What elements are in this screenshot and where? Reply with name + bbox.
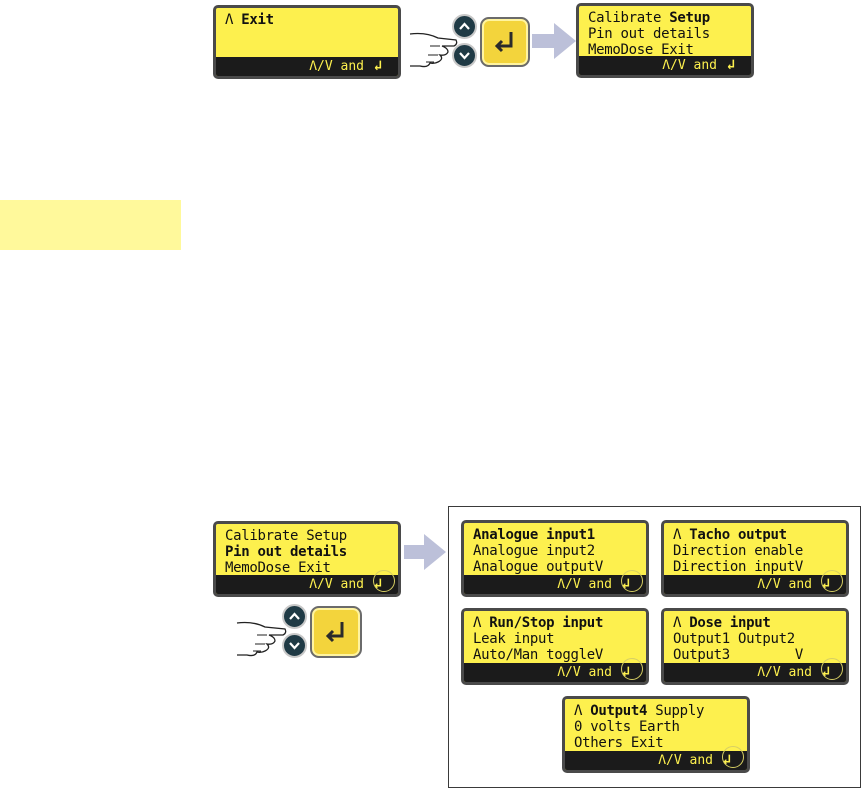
lcd-footer: Λ/V and↲ [464, 575, 646, 594]
lcd-line-3: Auto/Man toggleV [473, 647, 604, 663]
lcd-footer: Λ/V and↲ [664, 663, 846, 682]
lcd-line-2: Analogue input2 [473, 543, 595, 559]
lcd-line-2: 0 volts Earth [574, 719, 680, 735]
lcd-screen-exit: Λ Exit Λ/V and↲ [213, 5, 401, 79]
lcd-line-2: Leak input [473, 631, 555, 647]
arrow-right-icon [532, 23, 576, 59]
arrow-right-icon [404, 534, 446, 570]
lcd-footer: Λ/V and↲ [664, 575, 846, 594]
enter-icon [494, 32, 513, 53]
lcd-line-3: MemoDose Exit [588, 42, 694, 58]
lcd-line-1: Λ Dose input [673, 615, 771, 631]
pointing-hand-icon [409, 32, 458, 68]
lcd-line-2: Pin out details [225, 544, 347, 560]
lcd-knob [821, 570, 843, 592]
lcd-line-3: Output3 V [673, 647, 804, 663]
lcd-line-3: Direction inputV [673, 559, 804, 575]
chevron-up-icon [289, 612, 300, 620]
enter-button[interactable] [480, 17, 530, 67]
lcd-line-1: Λ Run/Stop input [473, 615, 604, 631]
chevron-down-icon [289, 642, 300, 650]
lcd-line-2: Direction enable [673, 543, 804, 559]
lcd-screen-pinout-selected: Calibrate Setup Pin out details MemoDose… [213, 521, 401, 597]
lcd-knob [722, 746, 744, 768]
up-button[interactable] [452, 14, 477, 39]
lcd-screen-pinout-3: Λ Run/Stop input Leak input Auto/Man tog… [461, 608, 649, 685]
lcd-footer: Λ/V and↲ [579, 56, 751, 75]
up-button[interactable] [282, 604, 307, 629]
lcd-screen-pinout-1: Analogue input1 Analogue input2 Analogue… [461, 520, 649, 597]
lcd-line-1: Calibrate Setup [588, 10, 710, 26]
lcd-screen-pinout-5: Λ Output4 Supply 0 volts Earth Others Ex… [562, 696, 750, 773]
pinout-screens-frame [448, 506, 861, 788]
lcd-screen-main-menu: Calibrate Setup Pin out details MemoDose… [576, 3, 754, 78]
lcd-line-1: Λ Output4 Supply [574, 703, 705, 719]
lcd-knob [821, 658, 843, 680]
lcd-knob [621, 658, 643, 680]
lcd-footer: Λ/V and↲ [464, 663, 646, 682]
lcd-footer: Λ/V and↲ [565, 751, 747, 770]
down-button[interactable] [282, 633, 307, 658]
enter-button[interactable] [310, 606, 362, 658]
lcd-knob [373, 570, 395, 592]
chevron-up-icon [459, 22, 470, 30]
down-button[interactable] [452, 43, 477, 68]
lcd-screen-pinout-4: Λ Dose input Output1 Output2 Output3 V Λ… [661, 608, 849, 685]
chevron-down-icon [459, 52, 470, 60]
side-tab [0, 200, 181, 250]
lcd-line-1: Λ Exit [225, 12, 274, 28]
lcd-line-2: Output1 Output2 [673, 631, 795, 647]
enter-glyph-icon: ↲ [373, 58, 382, 74]
enter-icon [325, 622, 344, 643]
lcd-footer: Λ/V and↲ [216, 57, 398, 76]
lcd-line-3: MemoDose Exit [225, 560, 331, 576]
lcd-line-3: Analogue outputV [473, 559, 604, 575]
lcd-line-1: Calibrate Setup [225, 528, 347, 544]
lcd-screen-pinout-2: Λ Tacho output Direction enable Directio… [661, 520, 849, 597]
pointing-hand-icon [236, 621, 287, 657]
lcd-knob [621, 570, 643, 592]
lcd-line-1: Λ Tacho output [673, 527, 787, 543]
enter-glyph-icon: ↲ [726, 57, 735, 73]
lcd-footer: Λ/V and↲ [216, 575, 398, 594]
lcd-line-3: Others Exit [574, 735, 664, 751]
lcd-line-2: Pin out details [588, 26, 710, 42]
lcd-line-1: Analogue input1 [473, 527, 595, 543]
